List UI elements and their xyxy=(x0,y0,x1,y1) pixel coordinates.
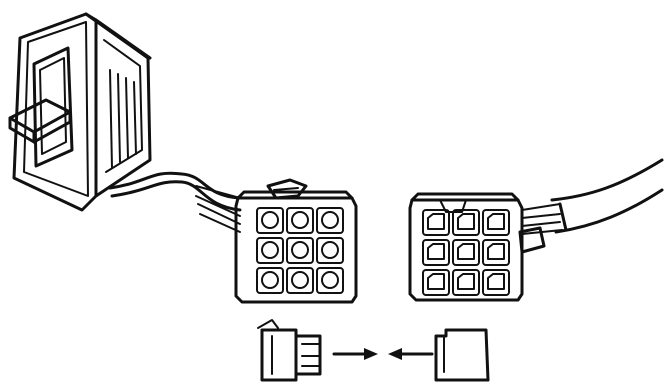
pin-cavity xyxy=(422,209,450,236)
pin-cavity xyxy=(256,207,284,234)
male-pin-grid xyxy=(422,209,510,296)
pin-cavity xyxy=(316,207,344,234)
rocker-switch xyxy=(8,12,152,212)
male-pin xyxy=(457,273,475,290)
pin-cavity xyxy=(316,237,344,264)
male-pin xyxy=(487,213,505,230)
female-pin xyxy=(291,241,309,259)
female-pin xyxy=(261,271,279,289)
male-pin xyxy=(427,273,445,290)
male-pin xyxy=(487,243,505,260)
pin-cavity xyxy=(256,267,284,294)
female-pin-grid xyxy=(256,207,344,294)
pin-cavity xyxy=(286,237,314,264)
female-pin xyxy=(321,211,339,229)
right-arrow xyxy=(332,348,378,360)
male-pin xyxy=(427,213,445,230)
female-pin xyxy=(261,211,279,229)
pin-cavity xyxy=(482,239,510,266)
pin-cavity xyxy=(286,207,314,234)
pin-cavity xyxy=(286,267,314,294)
mating-terminal-side-view xyxy=(434,328,490,382)
male-pin xyxy=(457,213,475,230)
pin-cavity xyxy=(422,269,450,296)
pin-cavity xyxy=(452,209,480,236)
detail-inset xyxy=(257,319,490,382)
pin-cavity xyxy=(482,269,510,296)
pin-cavity xyxy=(422,239,450,266)
female-pin xyxy=(321,271,339,289)
male-pin xyxy=(457,243,475,260)
nine-pin-female-connector xyxy=(234,178,358,304)
female-pin xyxy=(291,271,309,289)
pin-cavity xyxy=(452,239,480,266)
nine-pin-male-connector xyxy=(408,192,546,302)
harness-cable xyxy=(521,158,664,235)
male-pin xyxy=(487,273,505,290)
female-pin xyxy=(321,241,339,259)
pin-cavity xyxy=(482,209,510,236)
pin-cavity xyxy=(256,237,284,264)
pin-cavity xyxy=(452,269,480,296)
female-pin xyxy=(291,211,309,229)
terminal-housing-side-view xyxy=(257,319,322,382)
pin-cavity xyxy=(316,267,344,294)
left-arrow xyxy=(388,348,434,360)
male-pin xyxy=(427,243,445,260)
female-pin xyxy=(261,241,279,259)
switch-pigtail-wire xyxy=(108,171,242,233)
